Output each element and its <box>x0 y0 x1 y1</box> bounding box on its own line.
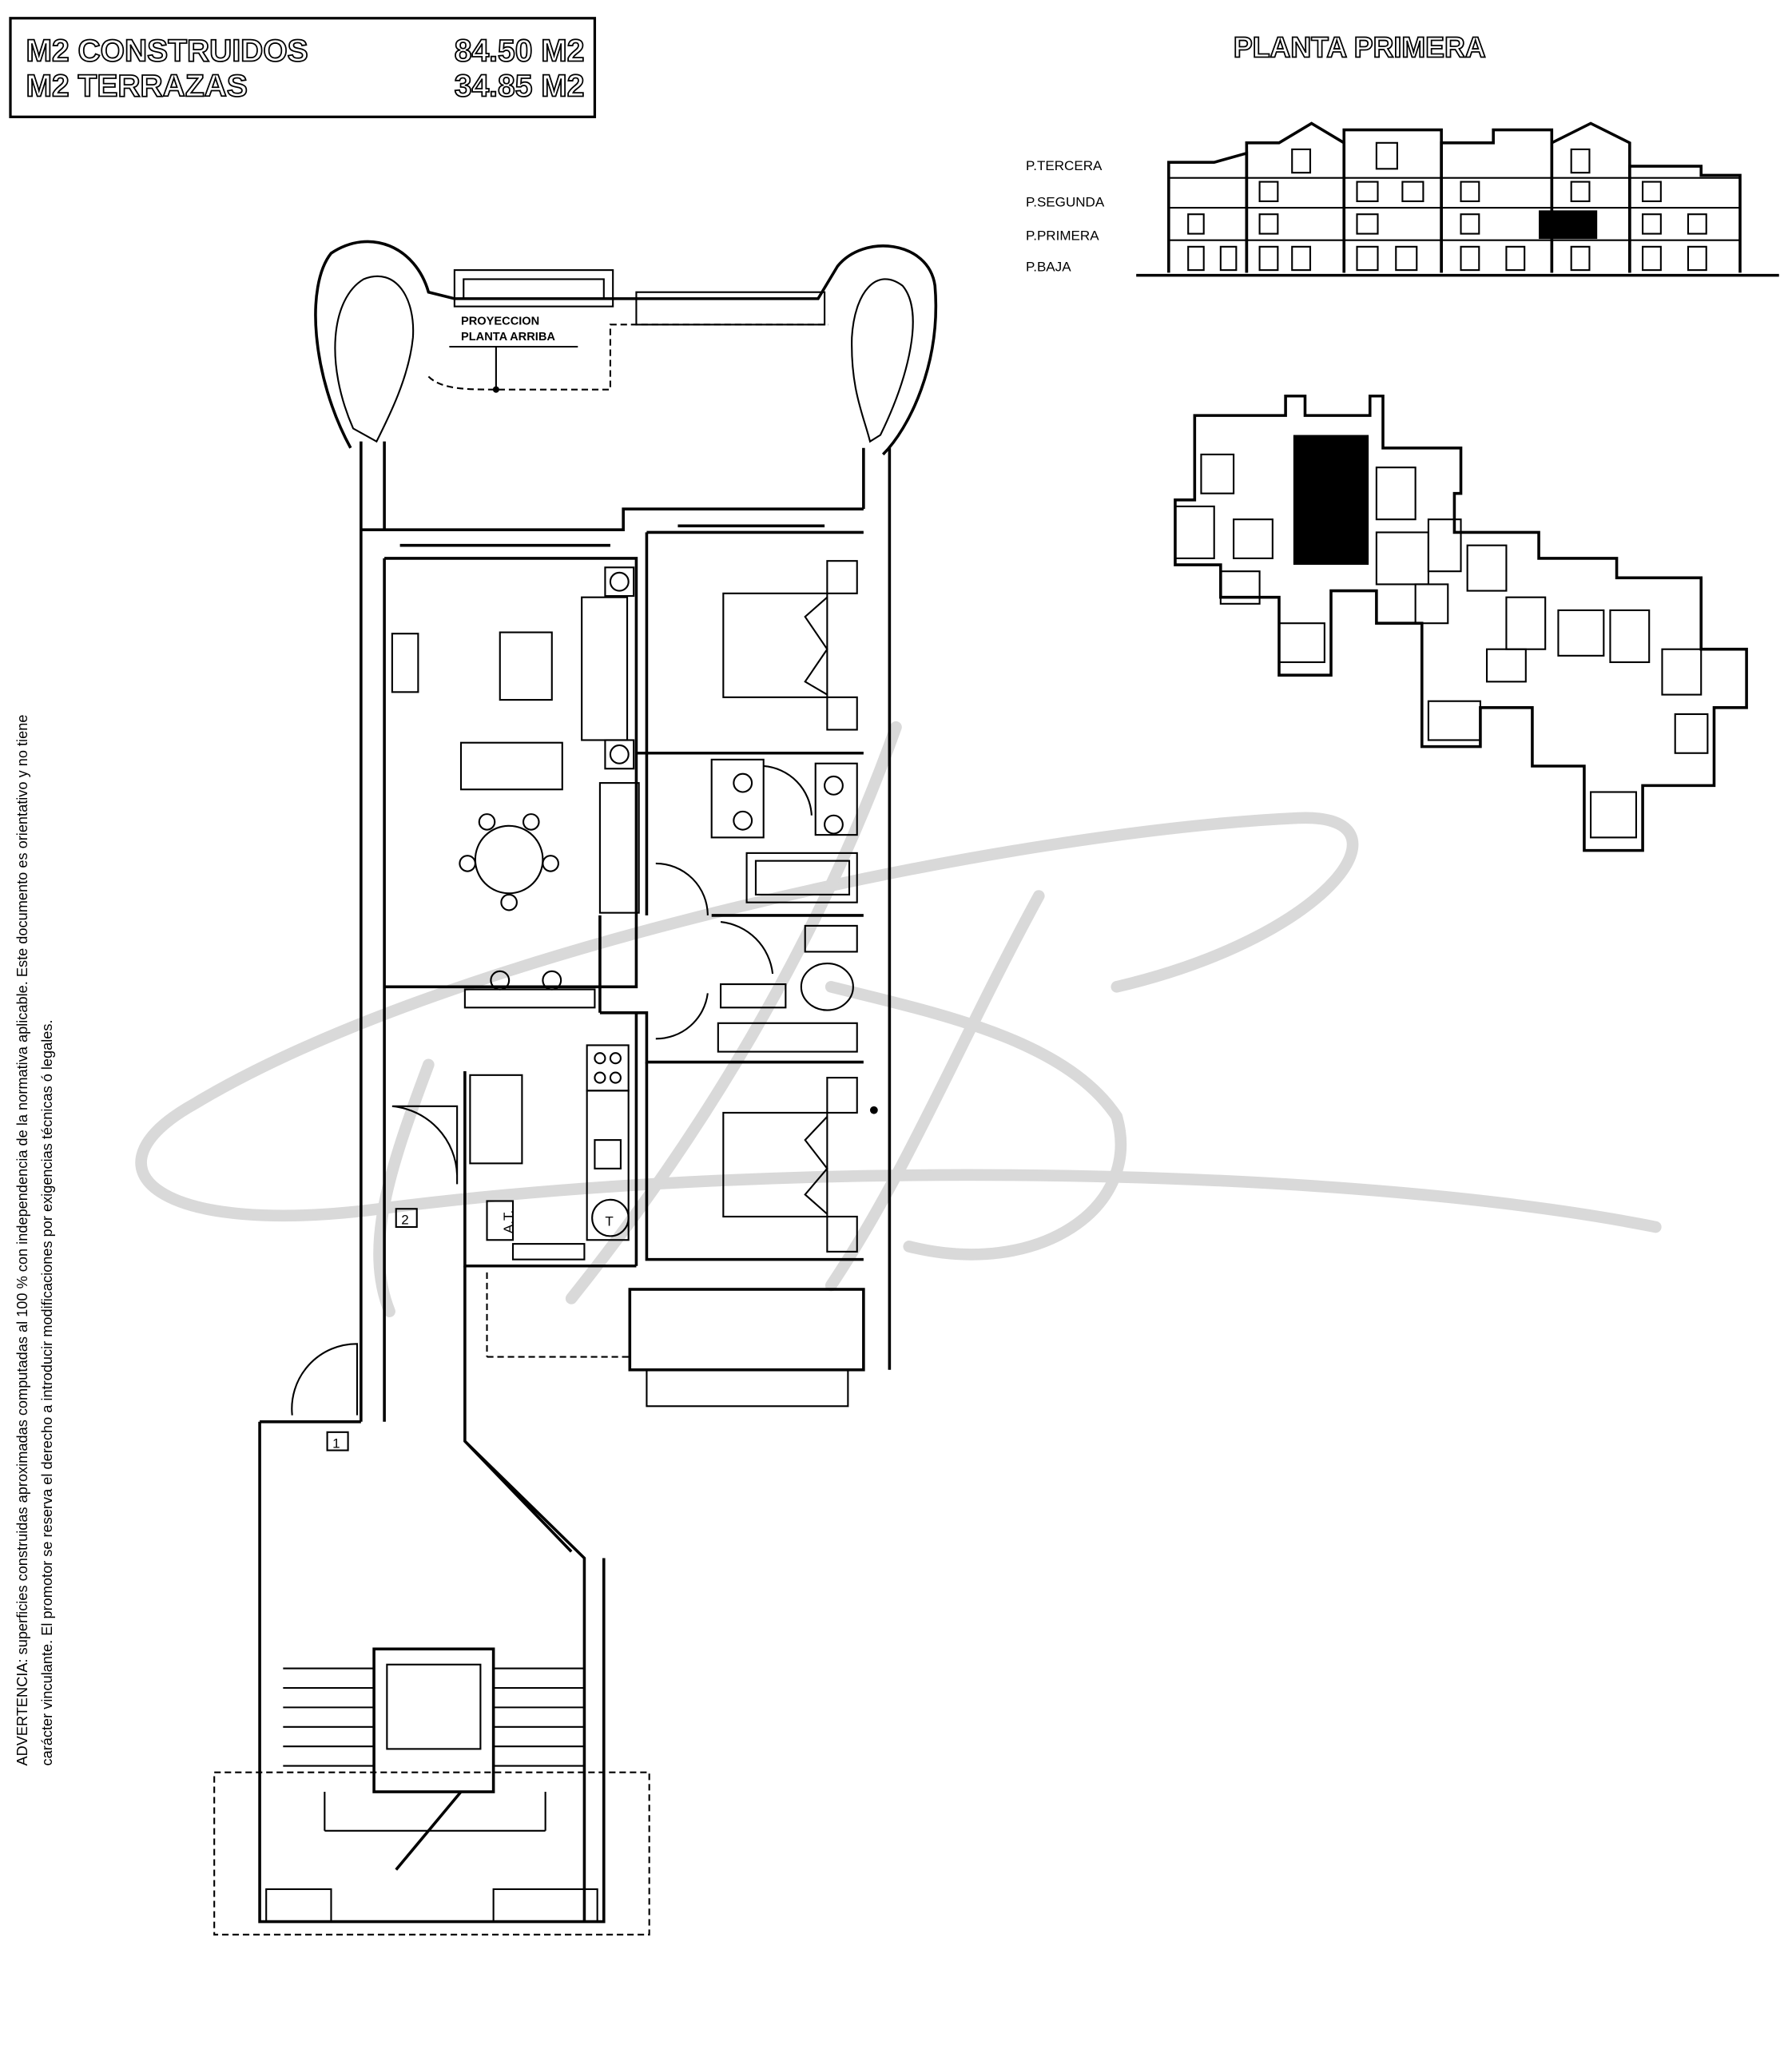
disclaimer: ADVERTENCIA: superficies construidas apr… <box>14 715 55 1766</box>
meter-label: A.T. <box>501 1210 516 1233</box>
terrace-area-value: 34.85 M2 <box>455 69 585 103</box>
building-elevation <box>1136 121 1779 277</box>
projection-label: PROYECCION <box>461 315 539 328</box>
built-area-value: 84.50 M2 <box>455 34 585 68</box>
terrace-bottom <box>486 1272 865 1408</box>
projection-label: PLANTA ARRIBA <box>461 331 555 343</box>
door-marker-2: 2 <box>401 1213 408 1228</box>
kitchen: T A.T. <box>463 1012 638 1268</box>
bedroom-2 <box>645 1062 878 1261</box>
site-plan <box>1174 394 1748 852</box>
bathroom <box>710 758 864 1011</box>
level-label: P.PRIMERA <box>1026 228 1099 244</box>
door-marker-1: 1 <box>332 1435 340 1451</box>
surface-table: M2 CONSTRUIDOS 84.50 M2 M2 TERRAZAS 34.8… <box>9 17 597 118</box>
level-label: P.TERCERA <box>1026 158 1103 173</box>
terrace-top: PROYECCION PLANTA ARRIBA <box>314 240 938 456</box>
built-area-label: M2 CONSTRUIDOS <box>26 34 308 68</box>
water-heater-label: T <box>605 1213 614 1229</box>
disclaimer-line-2: carácter vinculante. El promotor se rese… <box>39 1019 55 1765</box>
living-room-furniture <box>391 566 640 1009</box>
terrace-area-label: M2 TERRAZAS <box>26 69 248 103</box>
level-label: P.SEGUNDA <box>1026 194 1105 209</box>
bedroom-1 <box>636 532 864 915</box>
level-label: P.BAJA <box>1026 260 1071 275</box>
stair-core: 1 <box>213 1265 650 1936</box>
disclaimer-line-1: ADVERTENCIA: superficies construidas apr… <box>14 715 30 1766</box>
page-title: PLANTA PRIMERA <box>1234 32 1486 64</box>
watermark-signature <box>135 721 1662 1317</box>
apartment-floor-plan: PROYECCION PLANTA ARRIBA <box>213 240 938 1936</box>
